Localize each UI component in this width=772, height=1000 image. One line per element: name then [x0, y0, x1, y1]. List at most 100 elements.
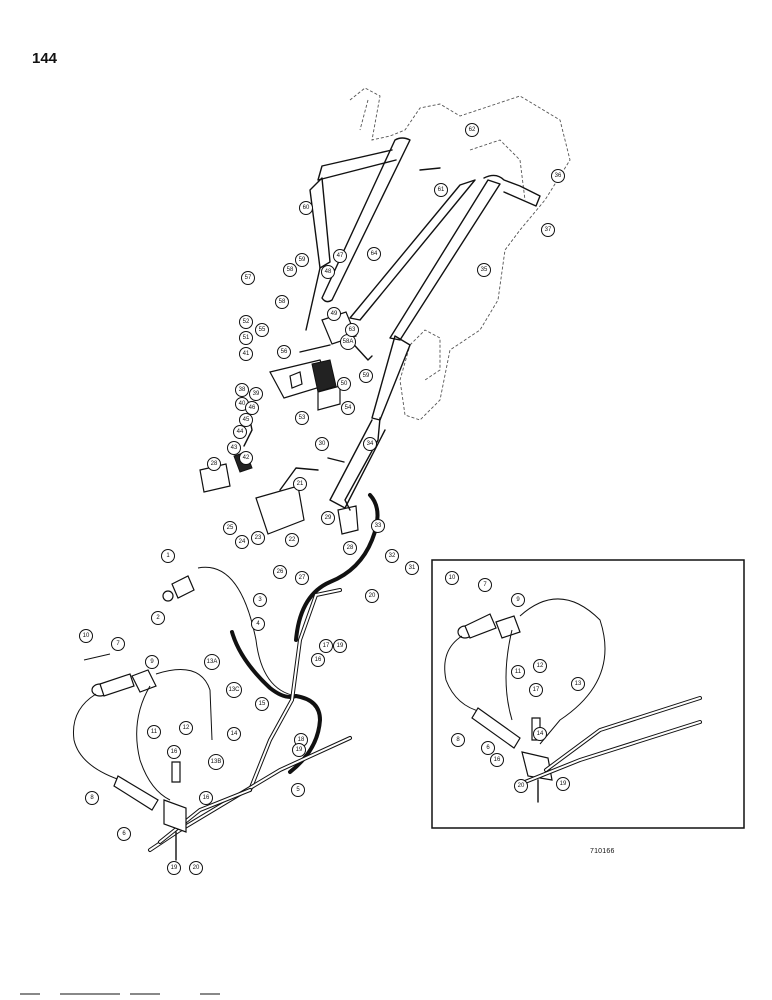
solenoid-switch: [162, 575, 195, 602]
main-callout-16-18: 16: [311, 653, 325, 667]
main-callout-19-23: 19: [167, 861, 181, 875]
main-callout-57-64: 57: [241, 271, 255, 285]
main-callout-32-39: 32: [385, 549, 399, 563]
main-callout-25-31: 25: [223, 521, 237, 535]
svg-text:18: 18: [298, 737, 305, 743]
svg-text:41: 41: [243, 351, 250, 357]
left-handle-assembly: [72, 653, 213, 861]
svg-text:33: 33: [375, 523, 382, 529]
svg-text:16: 16: [494, 757, 501, 763]
svg-text:53: 53: [299, 415, 306, 421]
svg-text:4: 4: [256, 621, 260, 627]
inset-callout-14-8: 14: [533, 727, 547, 741]
main-callout-59-69: 59: [295, 253, 309, 267]
main-callout-63-73: 63: [345, 323, 359, 337]
svg-text:56: 56: [281, 349, 288, 355]
main-callout-44-51: 44: [233, 425, 247, 439]
inset-callout-6-0: 6: [481, 741, 495, 755]
main-callout-13a-12: 13A: [204, 654, 220, 670]
svg-text:11: 11: [515, 669, 522, 675]
main-callout-58-66: 58: [275, 295, 289, 309]
main-callout-47-54: 47: [333, 249, 347, 263]
main-callout-9-8: 9: [145, 655, 159, 669]
svg-text:25: 25: [227, 525, 234, 531]
svg-text:58: 58: [287, 267, 294, 273]
svg-text:12: 12: [537, 663, 544, 669]
main-callout-31-38: 31: [405, 561, 419, 575]
inset-callout-16-9: 16: [490, 753, 504, 767]
svg-text:14: 14: [231, 731, 238, 737]
main-callout-5-4: 5: [291, 783, 305, 797]
main-callout-15-16: 15: [255, 697, 269, 711]
svg-text:1: 1: [166, 553, 170, 559]
svg-text:23: 23: [255, 535, 262, 541]
svg-text:57: 57: [245, 275, 252, 281]
svg-text:19: 19: [337, 643, 344, 649]
svg-text:59: 59: [299, 257, 306, 263]
svg-text:7: 7: [483, 582, 487, 588]
main-callout-42-49: 42: [239, 451, 253, 465]
svg-text:37: 37: [545, 227, 552, 233]
inset-callout-8-2: 8: [451, 733, 465, 747]
svg-text:16: 16: [171, 749, 178, 755]
svg-text:54: 54: [345, 405, 352, 411]
svg-text:12: 12: [183, 725, 190, 731]
main-callout-56-63: 56: [277, 345, 291, 359]
svg-text:13: 13: [575, 681, 582, 687]
svg-text:5: 5: [296, 787, 300, 793]
inset-callout-17-10: 17: [529, 683, 543, 697]
svg-text:32: 32: [389, 553, 396, 559]
svg-text:42: 42: [243, 455, 250, 461]
inset-handle-assembly: [444, 598, 702, 803]
main-callout-33-40: 33: [371, 519, 385, 533]
main-callout-37-44: 37: [541, 223, 555, 237]
main-callout-20-25: 20: [189, 861, 203, 875]
svg-text:52: 52: [243, 319, 250, 325]
main-callout-51-58: 51: [239, 331, 253, 345]
main-callout-1-0: 1: [161, 549, 175, 563]
svg-text:17: 17: [533, 687, 540, 693]
svg-text:7: 7: [116, 641, 120, 647]
main-callout-28-34: 28: [207, 457, 221, 471]
main-callout-30-37: 30: [315, 437, 329, 451]
main-callout-13c-14: 13C: [226, 682, 242, 698]
svg-text:14: 14: [537, 731, 544, 737]
main-callout-29-36: 29: [321, 511, 335, 525]
main-callout-52-59: 52: [239, 315, 253, 329]
inset-callout-11-5: 11: [511, 665, 525, 679]
svg-text:3: 3: [258, 597, 262, 603]
svg-text:22: 22: [289, 537, 296, 543]
main-callout-62-72: 62: [465, 123, 479, 137]
main-callout-59-68: 59: [359, 369, 373, 383]
main-callout-60-70: 60: [299, 201, 313, 215]
main-callout-27-33: 27: [295, 571, 309, 585]
svg-text:58: 58: [279, 299, 286, 305]
svg-text:63: 63: [349, 327, 356, 333]
hoses-and-tubes: [148, 493, 380, 852]
svg-text:51: 51: [243, 335, 250, 341]
main-callout-10-9: 10: [79, 629, 93, 643]
svg-text:45: 45: [243, 417, 250, 423]
svg-text:10: 10: [449, 575, 456, 581]
svg-text:20: 20: [518, 783, 525, 789]
inset-callout-19-11: 19: [556, 777, 570, 791]
main-callout-41-48: 41: [239, 347, 253, 361]
main-callout-16-17: 16: [199, 791, 213, 805]
svg-text:58A: 58A: [343, 339, 354, 345]
svg-text:47: 47: [337, 253, 344, 259]
svg-text:27: 27: [299, 575, 306, 581]
svg-text:46: 46: [249, 405, 256, 411]
main-callout-23-29: 23: [251, 531, 265, 545]
svg-text:8: 8: [90, 795, 94, 801]
svg-text:35: 35: [481, 267, 488, 273]
main-callout-19-22: 19: [333, 639, 347, 653]
main-callout-26-32: 26: [273, 565, 287, 579]
main-callout-24-30: 24: [235, 535, 249, 549]
main-callout-20-26: 20: [365, 589, 379, 603]
main-callout-36-43: 36: [551, 169, 565, 183]
inset-callout-20-12: 20: [514, 779, 528, 793]
svg-text:44: 44: [237, 429, 244, 435]
main-callout-43-50: 43: [227, 441, 241, 455]
